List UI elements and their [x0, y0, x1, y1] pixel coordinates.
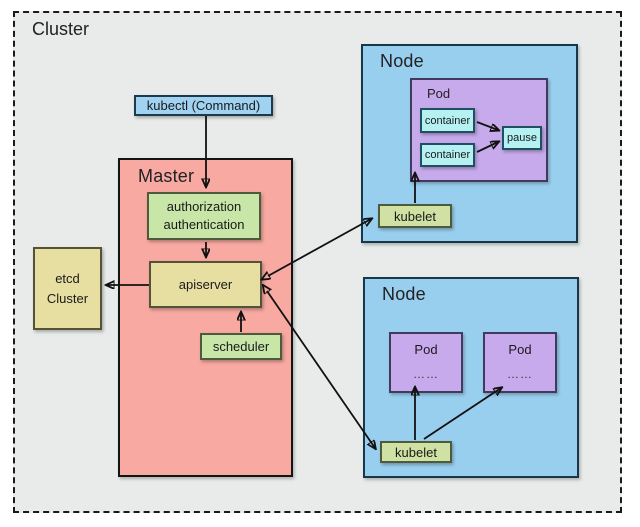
pause-box: pause	[502, 126, 542, 150]
pod-dots: ……	[507, 367, 533, 381]
pod-label: Pod	[414, 342, 438, 357]
pod-label: Pod	[427, 86, 451, 101]
authorization-authentication-box: authorization authentication	[147, 192, 261, 240]
container-box-1: container	[420, 108, 475, 133]
node-top-label: Node	[380, 51, 424, 71]
container-label: container	[424, 149, 471, 161]
etcd-label-line2: Cluster	[46, 290, 89, 306]
pod-dots: ……	[413, 367, 439, 381]
apiserver-box: apiserver	[149, 261, 262, 308]
etcd-cluster-box: etcd Cluster	[33, 247, 102, 330]
master-label: Master	[138, 166, 195, 186]
authentication-label: authentication	[163, 217, 245, 232]
container-box-2: container	[420, 143, 475, 167]
container-label: container	[424, 114, 471, 127]
node-bottom-pod-left: Pod ……	[389, 332, 463, 393]
cluster-label: Cluster	[32, 19, 90, 39]
node-bottom-pod-right: Pod ……	[483, 332, 557, 393]
etcd-label-line1: etcd	[55, 271, 80, 286]
node-bottom-kubelet-box: kubelet	[380, 441, 452, 463]
authorization-label: authorization	[166, 199, 242, 215]
apiserver-label: apiserver	[178, 277, 233, 292]
node-top-kubelet-box: kubelet	[378, 204, 452, 228]
pod-label: Pod	[508, 342, 532, 357]
scheduler-box: scheduler	[200, 333, 282, 360]
node-bottom-label: Node	[382, 284, 426, 304]
kubectl-label: kubectl (Command)	[146, 98, 261, 113]
kubelet-label: kubelet	[394, 208, 436, 224]
kubelet-label: kubelet	[395, 444, 437, 460]
kubectl-command-box: kubectl (Command)	[134, 95, 273, 116]
pause-label: pause	[507, 132, 537, 144]
scheduler-label: scheduler	[212, 339, 270, 354]
